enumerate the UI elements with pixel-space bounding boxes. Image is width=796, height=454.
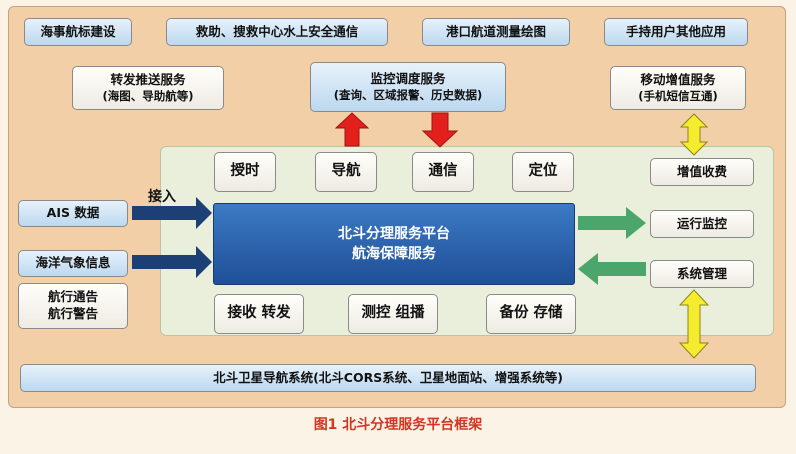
input-ais-data[interactable]: AIS 数据: [18, 200, 128, 227]
service-subtitle: (手机短信互通): [638, 88, 718, 103]
input-label-text: AIS 数据: [46, 205, 100, 221]
function-backup-storage[interactable]: 备份 存储: [486, 294, 576, 334]
figure-caption: 图1 北斗分理服务平台框架: [313, 417, 483, 433]
input-label: 接入: [148, 189, 176, 205]
value-added-billing[interactable]: 增值收费: [650, 158, 754, 186]
service-title: 监控调度服务: [370, 70, 446, 86]
right-box-label: 增值收费: [676, 163, 727, 179]
arrow-left-green: [578, 253, 646, 285]
service-monitor-dispatch[interactable]: 监控调度服务 (查询、区域报警、历史数据): [310, 62, 506, 112]
function-control-multicast[interactable]: 测控 组播: [348, 294, 438, 334]
function-positioning[interactable]: 定位: [512, 152, 574, 192]
app-label: 海事航标建设: [40, 23, 116, 39]
service-forward-push[interactable]: 转发推送服务 (海图、导助航等): [72, 66, 224, 110]
app-handheld-users[interactable]: 手持用户其他应用: [604, 18, 748, 46]
function-label: 备份 存储: [499, 305, 563, 322]
input-navigation-notices[interactable]: 航行通告 航行警告: [18, 283, 128, 329]
beidou-satellite-system[interactable]: 北斗卫星导航系统(北斗CORS系统、卫星地面站、增强系统等): [20, 364, 756, 392]
function-timing[interactable]: 授时: [214, 152, 276, 192]
app-navaid-construction[interactable]: 海事航标建设: [24, 18, 132, 46]
function-label: 接收 转发: [227, 305, 291, 322]
service-subtitle: (查询、区域报警、历史数据): [333, 87, 483, 102]
app-rescue-communication[interactable]: 救助、搜救中心水上安全通信: [166, 18, 388, 46]
arrow-right-ais: [132, 197, 212, 229]
platform-title: 北斗分理服务平台: [338, 225, 450, 242]
right-box-label: 系统管理: [676, 265, 727, 281]
system-management[interactable]: 系统管理: [650, 260, 754, 288]
arrow-right-weather: [132, 246, 212, 278]
function-label: 导航: [331, 163, 361, 180]
arrow-right-green: [578, 207, 646, 239]
right-box-label: 运行监控: [676, 215, 727, 231]
arrow-updown-yellow-bottom: [678, 289, 710, 359]
function-receive-forward[interactable]: 接收 转发: [214, 294, 304, 334]
notice-line-1: 航行通告: [47, 289, 98, 305]
platform-subtitle: 航海保障服务: [352, 246, 436, 262]
input-label-text: 海洋气象信息: [35, 255, 111, 271]
service-mobile-value-added[interactable]: 移动增值服务 (手机短信互通): [610, 66, 746, 110]
function-label: 通信: [428, 163, 458, 180]
base-system-label: 北斗卫星导航系统(北斗CORS系统、卫星地面站、增强系统等): [213, 369, 563, 385]
function-label: 定位: [528, 163, 558, 180]
arrow-up-red: [334, 112, 370, 147]
service-title: 移动增值服务: [640, 71, 716, 87]
arrow-updown-yellow-top: [679, 113, 709, 156]
function-label: 授时: [230, 163, 260, 180]
app-label: 救助、搜救中心水上安全通信: [195, 23, 359, 39]
function-navigation[interactable]: 导航: [315, 152, 377, 192]
arrow-down-red: [421, 112, 459, 148]
function-communication[interactable]: 通信: [412, 152, 474, 192]
operation-monitoring[interactable]: 运行监控: [650, 210, 754, 238]
service-title: 转发推送服务: [110, 71, 186, 87]
beidou-platform[interactable]: 北斗分理服务平台 航海保障服务: [213, 203, 575, 285]
app-label: 港口航道测量绘图: [445, 23, 546, 39]
app-port-survey[interactable]: 港口航道测量绘图: [422, 18, 570, 46]
service-subtitle: (海图、导助航等): [102, 88, 194, 103]
function-label: 测控 组播: [361, 305, 425, 322]
app-label: 手持用户其他应用: [625, 23, 726, 39]
input-marine-weather[interactable]: 海洋气象信息: [18, 250, 128, 277]
notice-line-2: 航行警告: [47, 306, 98, 321]
